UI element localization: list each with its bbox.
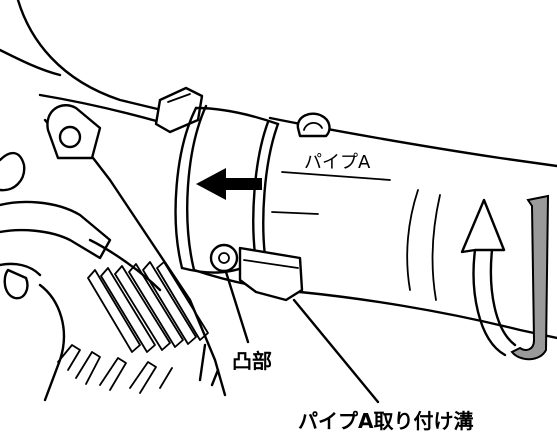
- pipe-a: [268, 112, 557, 340]
- pipe-a-label: パイプA: [304, 152, 371, 173]
- groove-label: パイプA取り付け溝: [298, 409, 473, 433]
- pipe-collar: [154, 86, 304, 302]
- protrusion-label: 凸部: [232, 349, 272, 373]
- rotate-arrow-icon: [460, 194, 550, 361]
- leader-lines: [224, 270, 380, 404]
- machine-housing: [0, 0, 227, 402]
- arrow-left-icon: [196, 168, 262, 200]
